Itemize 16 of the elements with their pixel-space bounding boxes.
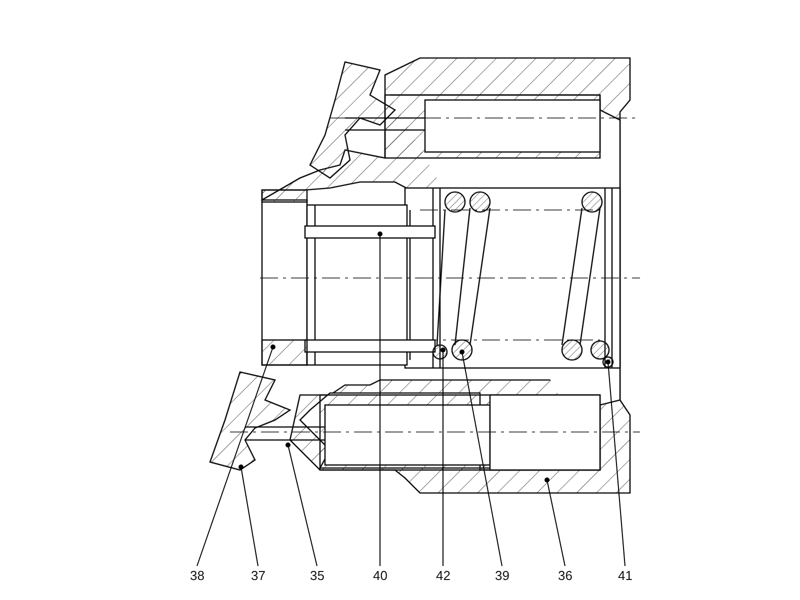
callout-number: 36 xyxy=(557,568,574,583)
callout-number: 38 xyxy=(189,568,206,583)
leader-line xyxy=(286,442,318,566)
leader-line xyxy=(460,350,502,566)
leader-line xyxy=(196,344,276,566)
callout-number: 37 xyxy=(250,568,266,583)
leader-line xyxy=(378,232,382,566)
callout-number: 41 xyxy=(617,568,634,583)
callout-number: 39 xyxy=(494,568,510,583)
callout-number: 42 xyxy=(435,568,452,583)
leader-line xyxy=(440,348,446,566)
callout-number: 40 xyxy=(372,568,388,583)
callout-number: 35 xyxy=(309,568,326,583)
leader-line xyxy=(606,360,626,566)
leader-line xyxy=(544,478,566,566)
leader-line xyxy=(238,464,258,566)
